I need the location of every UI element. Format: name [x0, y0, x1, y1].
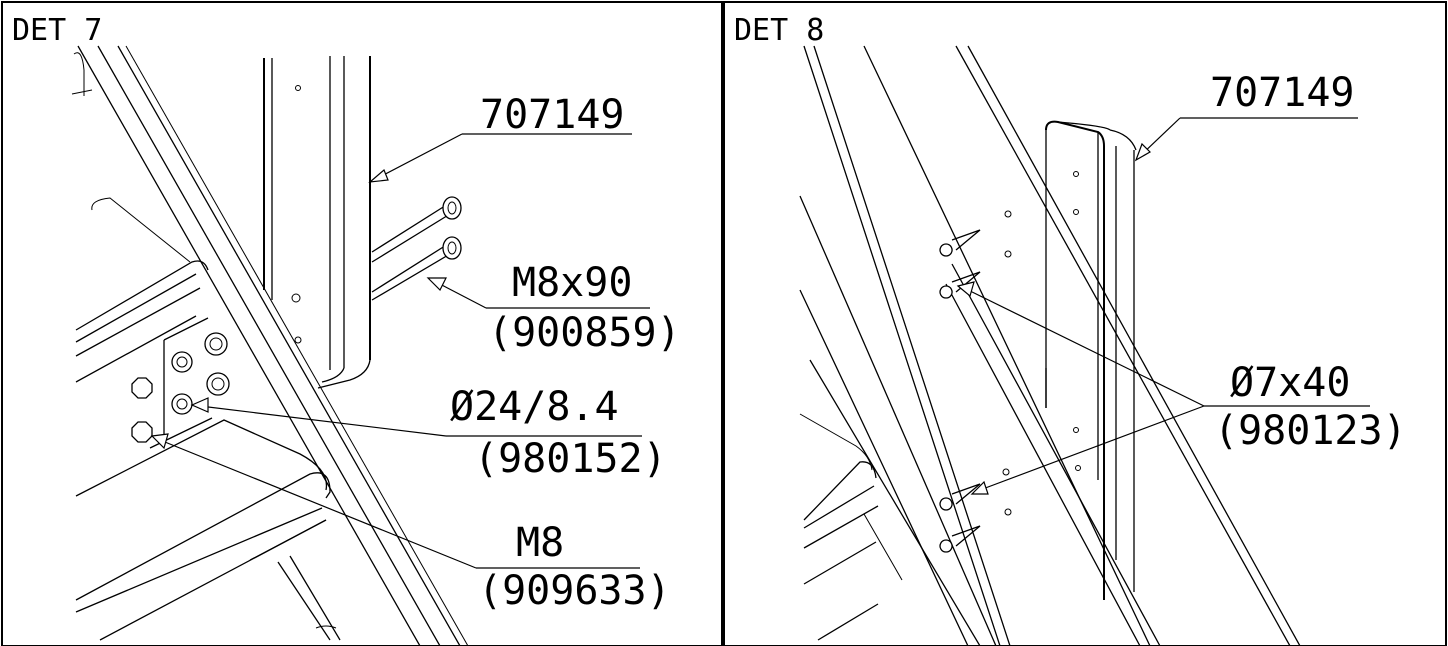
panel-det-7-frame [1, 1, 723, 646]
callout-m8x90-label: M8x90 [512, 260, 632, 306]
bolts-m8x90 [371, 196, 462, 301]
callout-screw-code: (980123) [1214, 408, 1407, 454]
callout-707149-label: 707149 [480, 92, 625, 138]
panel-det-8-title: DET 8 [734, 13, 824, 48]
panel-det-7: DET 7 [1, 1, 723, 646]
panel-det-7-title: DET 7 [12, 13, 102, 48]
diagonal-rail [77, 45, 469, 646]
callout-washer: Ø24/8.4 (980152) [190, 384, 667, 482]
callout-washer-code: (980152) [474, 436, 667, 482]
callout-m8: M8 (909633) [150, 433, 671, 614]
lower-step-det8 [799, 413, 903, 641]
callout-washer-label: Ø24/8.4 [450, 384, 619, 430]
callout-m8x90: M8x90 (900859) [426, 260, 681, 356]
mounting-plate [131, 317, 230, 449]
upper-step [71, 52, 209, 383]
callout-707149-det8: 707149 [1134, 70, 1358, 162]
callout-screw-label: Ø7x40 [1230, 360, 1350, 406]
bracket-707149-det8 [1002, 120, 1137, 600]
callout-707149-det7: 707149 [368, 92, 632, 183]
panel-det-8: DET 8 [723, 1, 1447, 646]
screws-7x40 [939, 229, 981, 553]
callout-m8-code: (909633) [478, 568, 671, 614]
callout-m8-label: M8 [516, 520, 564, 566]
bracket-707149 [263, 56, 371, 389]
callout-m8x90-code: (900859) [488, 310, 681, 356]
panel-det-8-frame [723, 1, 1447, 646]
lower-step [75, 419, 341, 641]
callout-707149-det8-label: 707149 [1210, 70, 1355, 116]
diagonal-members [799, 45, 1301, 646]
callout-screw: Ø7x40 (980123) [956, 281, 1407, 495]
